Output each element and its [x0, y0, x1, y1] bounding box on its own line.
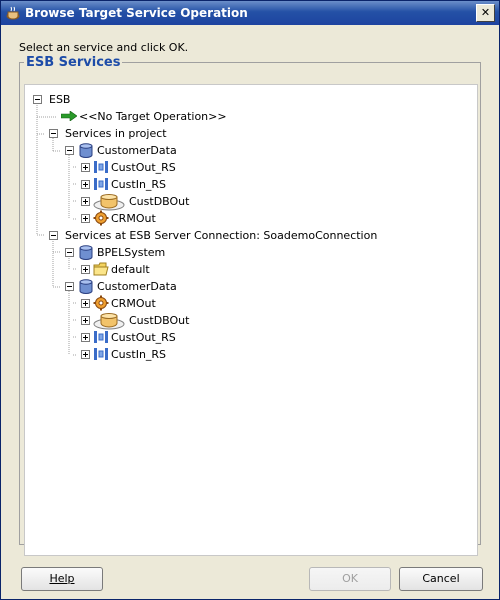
gear-icon: [93, 295, 109, 311]
collapse-toggle[interactable]: [65, 146, 74, 155]
tree-node-label: CRMOut: [111, 297, 156, 310]
tree-node-label: ESB: [49, 93, 71, 106]
gear-icon: [93, 210, 109, 226]
adapter-icon: [94, 331, 108, 343]
collapse-toggle[interactable]: [65, 248, 74, 257]
expand-toggle[interactable]: [81, 299, 90, 308]
expand-toggle[interactable]: [81, 333, 90, 342]
adapter-icon: [94, 161, 108, 173]
adapter-icon: [94, 178, 108, 190]
tree-node-label: <<No Target Operation>>: [79, 110, 227, 123]
folder-icon: [93, 262, 109, 276]
tree-node-label: CustDBOut: [129, 314, 190, 327]
expand-toggle[interactable]: [81, 197, 90, 206]
tree-node-label: CRMOut: [111, 212, 156, 225]
close-button[interactable]: ✕: [476, 4, 495, 22]
expand-toggle[interactable]: [81, 350, 90, 359]
adapter-icon: [94, 348, 108, 360]
green-arrow-icon: [61, 111, 77, 121]
coffee-cup-icon: [6, 6, 20, 20]
collapse-toggle[interactable]: [65, 282, 74, 291]
tree-node-label: CustomerData: [97, 280, 177, 293]
db-adapter-icon: [93, 194, 125, 211]
group-title: ESB Services: [26, 55, 121, 70]
expand-toggle[interactable]: [81, 265, 90, 274]
tree-node-label: Services in project: [65, 127, 167, 140]
expand-toggle[interactable]: [81, 214, 90, 223]
tree-node-label: CustDBOut: [129, 195, 190, 208]
collapse-toggle[interactable]: [49, 129, 58, 138]
window-title: Browse Target Service Operation: [25, 6, 248, 20]
tree-node-label: CustOut_RS: [111, 331, 176, 344]
tree-node-label: Services at ESB Server Connection: Soade…: [65, 229, 378, 242]
expand-toggle[interactable]: [81, 163, 90, 172]
title-bar[interactable]: Browse Target Service Operation ✕: [1, 1, 499, 25]
db-adapter-icon: [93, 313, 125, 330]
help-button-label: Help: [49, 572, 75, 585]
collapse-toggle[interactable]: [33, 95, 42, 104]
esb-services-group: ESB Services: [19, 55, 481, 556]
database-icon: [79, 279, 93, 294]
cancel-button[interactable]: Cancel: [399, 567, 483, 591]
tree-node-label: CustOut_RS: [111, 161, 176, 174]
service-tree[interactable]: ESB <<No Target Operation>> Services in …: [24, 84, 478, 556]
tree-node-label: default: [111, 263, 150, 276]
expand-toggle[interactable]: [81, 316, 90, 325]
tree-node-label: CustomerData: [97, 144, 177, 157]
tree-node-label: BPELSystem: [97, 246, 166, 259]
tree-connector-lines: [36, 103, 77, 356]
help-button[interactable]: Help: [21, 567, 103, 591]
tree-node-label: CustIn_RS: [111, 178, 167, 191]
ok-button[interactable]: OK: [309, 567, 391, 591]
collapse-toggle[interactable]: [49, 231, 58, 240]
database-icon: [79, 143, 93, 158]
expand-toggle[interactable]: [81, 180, 90, 189]
instruction-text: Select an service and click OK.: [19, 41, 189, 54]
tree-node-label: CustIn_RS: [111, 348, 167, 361]
database-icon: [79, 245, 93, 260]
